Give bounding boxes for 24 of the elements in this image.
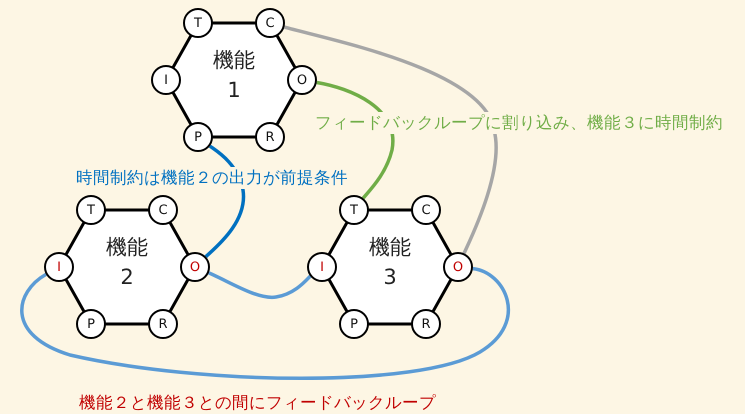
aspect-circle: P <box>76 309 106 339</box>
aspect-circle: T <box>339 195 369 225</box>
aspect-circle: O <box>287 65 317 95</box>
aspect-circle: O <box>443 252 473 282</box>
connector-line <box>20 266 510 380</box>
aspect-circle: R <box>411 309 441 339</box>
function-label: 機能 1 <box>212 47 256 104</box>
aspect-circle: C <box>255 8 285 38</box>
aspect-circle: I <box>151 65 181 95</box>
aspect-circle: C <box>148 195 178 225</box>
aspect-circle: P <box>339 309 369 339</box>
aspect-circle: T <box>76 195 106 225</box>
aspect-circle: R <box>148 309 178 339</box>
aspect-circle: C <box>411 195 441 225</box>
connector-line <box>208 271 312 300</box>
aspect-circle: R <box>255 122 285 152</box>
connector-line <box>284 25 498 254</box>
aspect-circle: I <box>307 252 337 282</box>
annotation-text: 時間制約は機能２の出力が前提条件 <box>74 167 350 189</box>
aspect-circle: I <box>44 252 74 282</box>
function-label: 機能 2 <box>105 234 149 291</box>
function-label: 機能 3 <box>368 234 412 291</box>
aspect-circle: P <box>183 122 213 152</box>
aspect-circle: T <box>183 8 213 38</box>
